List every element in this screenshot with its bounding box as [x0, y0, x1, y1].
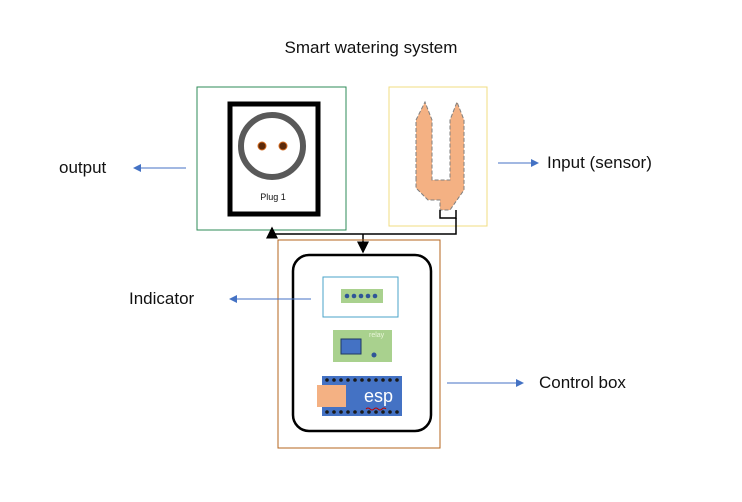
indicator-frame	[322, 276, 399, 318]
esp-pins-top	[325, 378, 399, 382]
plug-hole-left	[257, 141, 267, 151]
indicator-led	[372, 293, 378, 299]
indicator-led	[351, 293, 357, 299]
sensor-probe	[415, 100, 465, 211]
diagram-title: Smart watering system	[284, 38, 458, 57]
relay-block	[340, 338, 362, 355]
esp-pins-bottom	[325, 410, 399, 414]
plug-label: Plug 1	[260, 192, 286, 202]
relay-label: relay	[369, 332, 385, 339]
indicator-label: Indicator	[129, 289, 195, 308]
input-frame	[388, 86, 488, 227]
esp-label: esp	[364, 386, 394, 406]
wire-main	[266, 218, 457, 239]
indicator-led	[358, 293, 364, 299]
output-label: output	[59, 158, 107, 177]
esp-squiggle	[365, 407, 387, 411]
indicator-led	[365, 293, 371, 299]
control-box-label: Control box	[539, 373, 626, 392]
wire-sensor	[439, 210, 457, 219]
plug-face	[238, 112, 306, 180]
control-box-frame	[277, 239, 441, 449]
plug-hole-right	[278, 141, 288, 151]
esp-chip	[317, 385, 346, 407]
indicator-led	[344, 293, 350, 299]
input-label: Input (sensor)	[547, 153, 652, 172]
relay-dot	[371, 352, 377, 358]
